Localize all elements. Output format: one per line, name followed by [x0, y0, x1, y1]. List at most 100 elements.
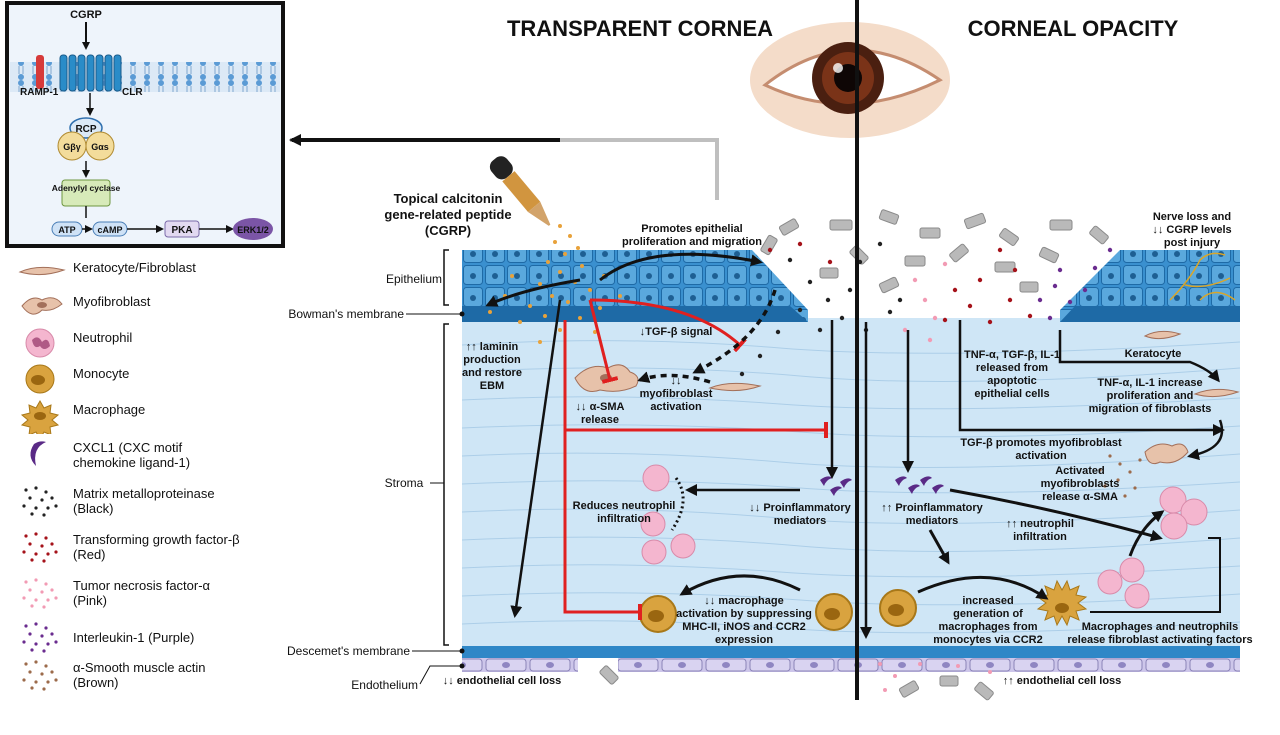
reduces-neut-1: Reduces neutrophil — [573, 500, 676, 512]
header-corneal-opacity: CORNEAL OPACITY — [968, 16, 1179, 41]
neutrophil-icon — [25, 328, 55, 358]
legend-text: CXCL1 (CXC motif — [73, 440, 183, 455]
activated-myofib-2: myofibroblasts — [1041, 478, 1120, 490]
tnf-increase-2: proliferation and — [1107, 390, 1194, 402]
cgrp-ligand-label: CGRP — [70, 9, 102, 21]
nerve-loss-1: Nerve loss and — [1153, 211, 1231, 223]
nerve-fibers — [1169, 252, 1236, 301]
legend-text: α-Smooth muscle actin — [73, 660, 206, 675]
legend-item-tgf: Transforming growth factor-β(Red) — [18, 530, 278, 564]
proinflam-right-1: ↑↑ Proinflammatory — [881, 502, 983, 514]
right-annotations: Nerve loss and ↓↓ CGRP levels post injur… — [881, 211, 1252, 687]
keratocyte-icon — [18, 266, 66, 276]
reduces-neut-2: infiltration — [597, 513, 651, 525]
proinflam-left-2: mediators — [774, 515, 827, 527]
clr-receptor — [59, 54, 122, 92]
legend-item-tnf: Tumor necrosis factor-α(Pink) — [18, 576, 278, 610]
tnf-released-4: epithelial cells — [974, 388, 1049, 400]
atp-label: ATP — [58, 225, 75, 235]
asma-2: release — [581, 414, 619, 426]
tgf-signal: ↓TGF-β signal — [640, 326, 713, 338]
tgf-promotes-1: TGF-β promotes myofibroblast — [960, 437, 1122, 449]
myofib-3: activation — [650, 401, 702, 413]
macrophage-right — [1036, 579, 1088, 627]
ramp1-receptor — [36, 55, 44, 89]
legend-item-mmp: Matrix metalloproteinase(Black) — [18, 484, 278, 518]
legend-text: Macrophage — [73, 402, 146, 417]
increased-macro-1: increased — [962, 595, 1013, 607]
macro-left-1: ↓↓ macrophage — [704, 595, 783, 607]
legend-text: (Brown) — [73, 675, 119, 690]
neutrophils-left — [640, 464, 696, 565]
monocyte-right — [879, 589, 917, 627]
laminin-2: production — [463, 354, 521, 366]
myofib-1: ↓↓ — [671, 375, 682, 387]
asma-1: ↓↓ α-SMA — [576, 401, 625, 413]
monocyte-left — [815, 593, 853, 631]
adenylyl-label: Adenylyl cyclase — [52, 183, 121, 193]
erk-label: ERK1/2 — [237, 225, 269, 235]
tnf-released-1: TNF-α, TGF-β, IL-1 — [964, 349, 1060, 361]
legend-item-macrophage: Macrophage — [18, 400, 278, 434]
il1-dots-icon — [22, 622, 58, 653]
legend-text: Matrix metalloproteinase — [73, 486, 215, 501]
nerve-loss-2: ↓↓ CGRP levels — [1152, 224, 1231, 236]
increased-macro-3: macrophages from — [938, 621, 1037, 633]
neut-inf-1: ↑↑ neutrophil — [1006, 518, 1074, 530]
left-annotations: Promotes epithelial proliferation and mi… — [443, 223, 852, 687]
macrophage-left — [639, 595, 677, 633]
g-alpha-s-label: Gαs — [91, 142, 109, 152]
tnf-dots-icon — [22, 578, 58, 609]
endothelial-loss-left: ↓↓ endothelial cell loss — [443, 675, 562, 687]
laminin-4: EBM — [480, 380, 504, 392]
keratocyte-label: Keratocyte — [1125, 348, 1182, 360]
macro-neutro-2: release fibroblast activating factors — [1067, 634, 1252, 646]
macro-left-3: MHC-II, iNOS and CCR2 — [682, 621, 805, 633]
keratocyte-cell-left — [708, 382, 762, 392]
label-stroma: Stroma — [385, 476, 424, 490]
legend-text: Myofibroblast — [73, 294, 151, 309]
tnf-increase-1: TNF-α, IL-1 increase — [1097, 377, 1202, 389]
tnf-increase-3: migration of fibroblasts — [1089, 403, 1212, 415]
macrophage-icon — [20, 400, 60, 434]
legend-text: chemokine ligand-1) — [73, 455, 191, 470]
rcp-label: RCP — [75, 124, 96, 135]
activated-myofib-1: Activated — [1055, 465, 1105, 477]
legend-item-keratocyte: Keratocyte/Fibroblast — [18, 258, 278, 292]
label-epithelium: Epithelium — [386, 272, 442, 286]
drug-title-2: gene-related peptide — [384, 207, 511, 222]
header-transparent-cornea: TRANSPARENT CORNEA — [507, 16, 773, 41]
legend-item-neutrophil: Neutrophil — [18, 328, 278, 362]
legend-item-monocyte: Monocyte — [18, 364, 278, 398]
increased-macro-2: generation of — [953, 608, 1023, 620]
dropper-icon: Topical calcitonin gene-related peptide … — [384, 156, 551, 238]
layer-labels: Epithelium Bowman's membrane Stroma Desc… — [287, 249, 465, 692]
signaling-pathway-inset: CGRP RAMP-1 CLR RCP Gβγ Gαs Adenylyl cyc… — [5, 1, 285, 248]
increased-macro-4: monocytes via CCR2 — [933, 634, 1042, 646]
promotes-epi-2: proliferation and migration — [622, 236, 762, 248]
asma-dots-icon — [22, 660, 58, 691]
eye-icon — [750, 22, 950, 138]
asma-dots-right — [1098, 454, 1142, 498]
tgf-promotes-2: activation — [1015, 450, 1067, 462]
legend-text: Transforming growth factor-β — [73, 532, 240, 547]
monocyte-icon — [25, 364, 55, 394]
legend-item-il1: Interleukin-1 (Purple) — [18, 620, 278, 654]
pka-label: PKA — [171, 225, 192, 236]
activated-myofib-3: release α-SMA — [1042, 491, 1118, 503]
g-beta-gamma-label: Gβγ — [63, 142, 81, 152]
myofib-2: myofibroblast — [640, 388, 713, 400]
camp-label: cAMP — [97, 225, 122, 235]
myofibroblast-icon — [21, 297, 63, 315]
nerve-loss-3: post injury — [1164, 237, 1221, 249]
legend-item-asma: α-Smooth muscle actin(Brown) — [18, 658, 278, 692]
legend-text: (Red) — [73, 547, 106, 562]
macro-left-2: activation by suppressing — [676, 608, 812, 620]
legend-text: (Pink) — [73, 593, 107, 608]
proinflam-left-1: ↓↓ Proinflammatory — [749, 502, 851, 514]
legend-text: Interleukin-1 (Purple) — [73, 630, 195, 645]
legend-item-myofibroblast: Myofibroblast — [18, 292, 278, 326]
endothelial-loss-right: ↑↑ endothelial cell loss — [1003, 675, 1122, 687]
